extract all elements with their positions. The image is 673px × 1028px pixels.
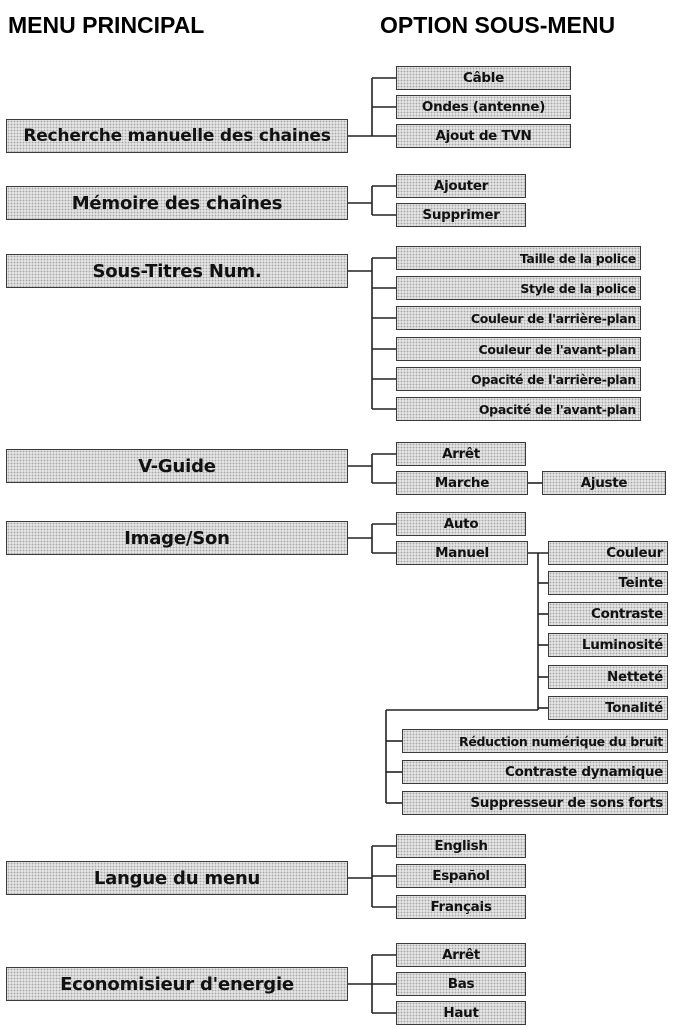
option-sharpness: Netteté xyxy=(548,665,668,689)
option-auto: Auto xyxy=(396,512,526,536)
option-cable: Câble xyxy=(396,66,571,90)
option-manual: Manuel xyxy=(396,541,528,565)
option-english: English xyxy=(396,834,526,858)
option-font-size: Taille de la police xyxy=(396,246,641,270)
main-menu-v-guide: V-Guide xyxy=(6,449,348,483)
option-delete: Supprimer xyxy=(396,203,526,227)
option-energy-off: Arrêt xyxy=(396,943,526,967)
option-brightness: Luminosité xyxy=(548,633,668,657)
main-menu-menu-language: Langue du menu xyxy=(6,861,348,895)
option-tone: Tonalité xyxy=(548,696,668,720)
main-menu-channel-memory: Mémoire des chaînes xyxy=(6,186,348,220)
option-tint: Teinte xyxy=(548,571,668,595)
option-font-style: Style de la police xyxy=(396,276,641,300)
option-color: Couleur xyxy=(548,541,668,565)
main-menu-picture-sound: Image/Son xyxy=(6,521,348,555)
option-antenna: Ondes (antenne) xyxy=(396,95,571,119)
option-energy-high: Haut xyxy=(396,1001,526,1025)
main-menu-heading: MENU PRINCIPAL xyxy=(8,12,205,38)
main-menu-energy-saver: Economisieur d'energie xyxy=(6,967,348,1001)
option-french: Français xyxy=(396,895,526,919)
option-background-color: Couleur de l'arrière-plan xyxy=(396,306,641,330)
option-contrast: Contraste xyxy=(548,602,668,626)
option-off: Arrêt xyxy=(396,442,526,466)
option-add: Ajouter xyxy=(396,174,526,198)
option-dynamic-contrast: Contraste dynamique xyxy=(402,760,668,784)
option-adjust: Ajuste xyxy=(542,471,666,495)
option-spanish: Español xyxy=(396,864,526,888)
option-background-opacity: Opacité de l'arrière-plan xyxy=(396,367,641,391)
main-menu-channel-search: Recherche manuelle des chaines xyxy=(6,119,348,153)
option-on: Marche xyxy=(396,471,528,495)
option-energy-low: Bas xyxy=(396,972,526,996)
submenu-option-heading: OPTION SOUS-MENU xyxy=(380,12,616,38)
option-loud-sound-suppressor: Suppresseur de sons forts xyxy=(402,791,668,815)
option-foreground-color: Couleur de l'avant-plan xyxy=(396,337,641,361)
option-add-tvn: Ajout de TVN xyxy=(396,124,571,148)
main-menu-digital-captions: Sous-Titres Num. xyxy=(6,254,348,288)
option-digital-noise-reduction: Réduction numérique du bruit xyxy=(402,729,668,753)
option-foreground-opacity: Opacité de l'avant-plan xyxy=(396,397,641,421)
